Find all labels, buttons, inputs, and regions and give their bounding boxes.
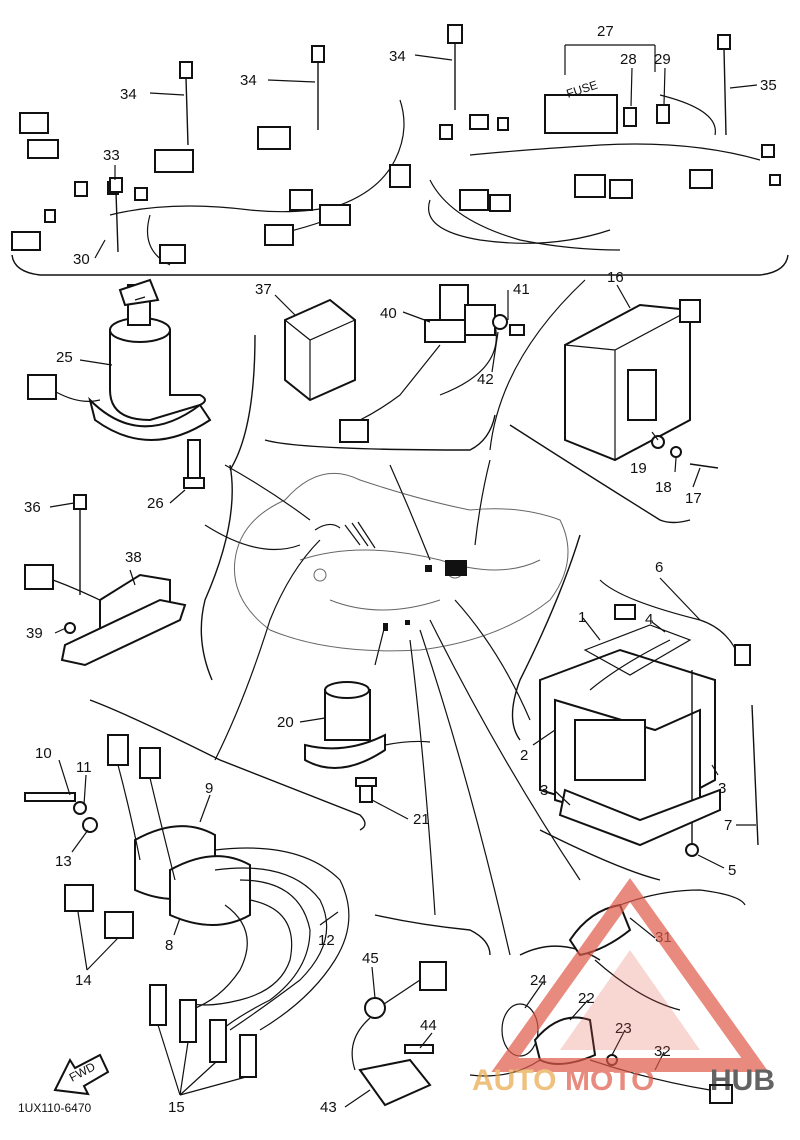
callout-5: 5 xyxy=(728,862,736,879)
divider-sensor-group xyxy=(374,914,491,956)
callout-18: 18 xyxy=(655,479,672,496)
watermark-text-moto: MOTO xyxy=(565,1064,654,1097)
cable-ties xyxy=(109,24,731,253)
callout-13: 13 xyxy=(55,853,72,870)
relay-unit xyxy=(284,298,356,402)
watermark-triangle xyxy=(491,877,769,1072)
callout-43: 43 xyxy=(320,1099,337,1116)
harness-group-bracket xyxy=(11,254,789,276)
callout-38: 38 xyxy=(125,549,142,566)
wire-harness xyxy=(27,71,761,266)
callout-labels: 1 2 3 3 3 4 5 6 7 8 9 10 11 12 13 14 15 … xyxy=(24,23,777,1116)
callout-36: 36 xyxy=(24,499,41,516)
callout-2: 2 xyxy=(520,747,528,764)
divider-neutral-group xyxy=(519,945,601,961)
leader-relay xyxy=(389,464,431,561)
callout-45: 45 xyxy=(362,950,379,967)
watermark-text-hub: HUB xyxy=(710,1064,775,1097)
divider-battery xyxy=(511,534,581,741)
callout-19: 19 xyxy=(630,460,647,477)
callout-25: 25 xyxy=(56,349,73,366)
callout-11: 11 xyxy=(76,759,92,776)
callout-8: 8 xyxy=(165,937,173,954)
callout-30: 30 xyxy=(73,251,90,268)
callout-7: 7 xyxy=(724,817,732,834)
divider-coil-group xyxy=(89,699,366,831)
callout-42: 42 xyxy=(477,371,494,388)
divider-ignition xyxy=(229,334,256,471)
ignition-coil-assembly xyxy=(24,734,350,1078)
bike-silhouette xyxy=(233,472,569,652)
callout-16: 16 xyxy=(607,269,624,286)
callout-44: 44 xyxy=(420,1017,437,1034)
callout-37: 37 xyxy=(255,281,272,298)
leader-ignition xyxy=(224,464,311,521)
divider-battery-bottom xyxy=(539,829,661,881)
forward-arrow-icon: FWD xyxy=(53,1053,110,1096)
callout-39: 39 xyxy=(26,625,43,642)
leader-switch xyxy=(204,524,301,551)
callout-34c: 34 xyxy=(389,48,406,65)
divider-left-upper xyxy=(200,464,233,681)
callout-6: 6 xyxy=(655,559,663,576)
starter-relay xyxy=(304,681,431,803)
callout-17: 17 xyxy=(685,490,702,507)
callout-29: 29 xyxy=(654,51,671,68)
leader-ecu xyxy=(489,279,586,451)
callout-15: 15 xyxy=(168,1099,185,1116)
divider-ecu-group xyxy=(509,424,691,524)
callout-1: 1 xyxy=(578,609,586,626)
ignitor-unit xyxy=(564,299,719,469)
callout-12: 12 xyxy=(318,932,335,949)
leader-coil xyxy=(214,539,321,761)
callout-10: 10 xyxy=(35,745,52,762)
harness-connectors: FUSE xyxy=(11,78,781,264)
callout-9: 9 xyxy=(205,780,213,797)
callout-20: 20 xyxy=(277,714,294,731)
watermark-text-auto: AUTO xyxy=(472,1064,556,1097)
callout-34b: 34 xyxy=(240,72,257,89)
leader-flasher xyxy=(474,459,491,546)
callout-23: 23 xyxy=(615,1020,632,1037)
main-switch xyxy=(27,278,212,489)
callout-24: 24 xyxy=(530,972,547,989)
callout-35: 35 xyxy=(760,77,777,94)
leader-neutral xyxy=(419,629,511,956)
callout-3b: 3 xyxy=(718,780,726,797)
callout-27: 27 xyxy=(597,23,614,40)
handlebar-switch-assembly xyxy=(24,494,187,667)
leader-sensor xyxy=(409,639,436,916)
divider-relay-group xyxy=(264,414,496,451)
part-code: 1UX110-6470 xyxy=(18,1101,91,1115)
callout-26: 26 xyxy=(147,495,164,512)
callout-14: 14 xyxy=(75,972,92,989)
neutral-switch-assembly xyxy=(469,1003,733,1104)
callout-22: 22 xyxy=(578,990,595,1007)
bike-connector-marks xyxy=(314,521,467,631)
leader-battery xyxy=(454,599,531,721)
callout-40: 40 xyxy=(380,305,397,322)
flasher-relay-assembly xyxy=(339,284,525,443)
callout-34a: 34 xyxy=(120,86,137,103)
watermark-logo: AUTO MOTO HUB xyxy=(472,877,775,1097)
callout-3a: 3 xyxy=(540,782,548,799)
callout-leaders xyxy=(49,44,758,1108)
battery-assembly xyxy=(539,579,759,857)
leader-temp xyxy=(429,619,581,881)
callout-32: 32 xyxy=(654,1043,671,1060)
speed-sensor-assembly xyxy=(351,961,447,1107)
callout-4: 4 xyxy=(645,611,653,628)
callout-33: 33 xyxy=(103,147,120,164)
callout-21: 21 xyxy=(413,811,430,828)
callout-41: 41 xyxy=(513,281,530,298)
callout-28: 28 xyxy=(620,51,637,68)
